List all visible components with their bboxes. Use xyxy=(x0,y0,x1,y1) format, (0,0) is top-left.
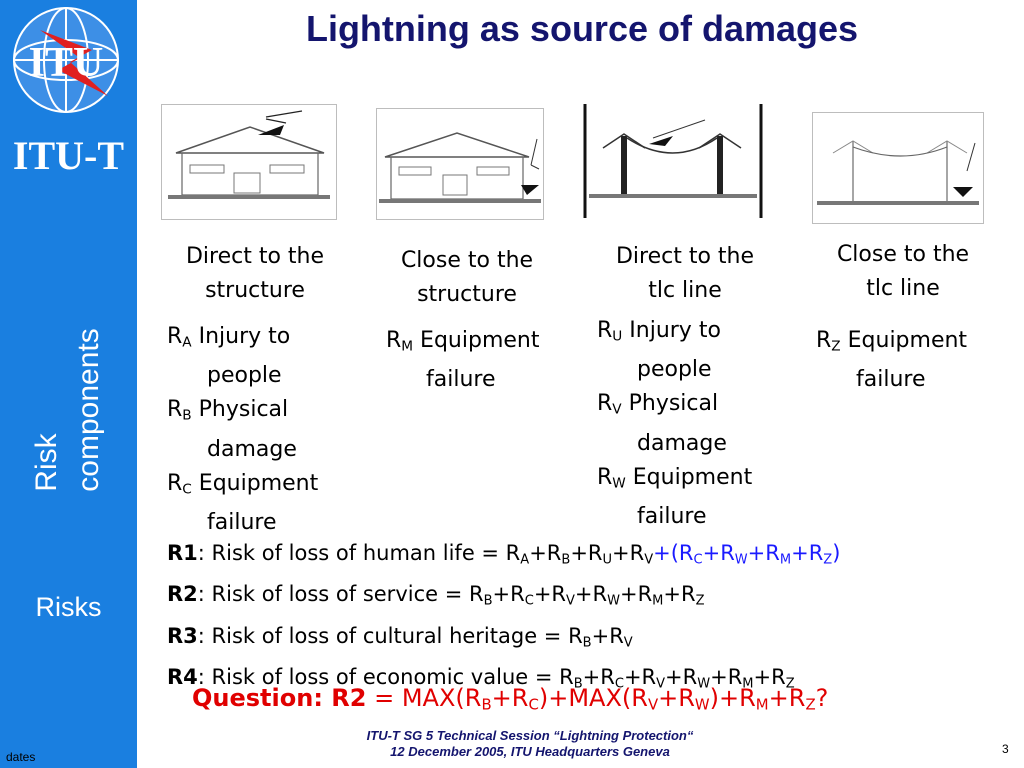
globe-logo-icon: ITU xyxy=(13,7,119,113)
components-close-line: RZ Equipment failure xyxy=(816,324,967,397)
risk-r1: R1: Risk of loss of human life = RA+RB+R… xyxy=(167,541,841,568)
power-line-lightning-icon xyxy=(583,104,763,218)
risks-nav-label: Risks xyxy=(35,592,102,622)
components-direct-line: RU Injury to people RV Physical damage R… xyxy=(597,314,752,534)
page-number: 3 xyxy=(1002,742,1009,756)
section-label: Risk components xyxy=(30,328,105,492)
house-lightning-icon xyxy=(168,110,330,199)
caption-close-structure: Close to the structure xyxy=(400,248,534,307)
risk-r4: R4: Risk of loss of economic value = RB+… xyxy=(167,664,795,691)
diagram-close-structure xyxy=(376,108,544,220)
power-line-nearby-lightning-icon xyxy=(817,140,979,205)
house-nearby-lightning-icon xyxy=(379,132,541,203)
component-ra: RA Injury to xyxy=(167,324,291,351)
component-ru: RU Injury to xyxy=(597,318,721,345)
risk-r2: R2: Risk of loss of service = RB+RC+RV+R… xyxy=(167,582,705,609)
diagram-direct-line xyxy=(583,104,763,218)
brand-name: ITU-T xyxy=(12,133,125,178)
svg-text:ITU: ITU xyxy=(29,40,104,86)
component-rb: RB Physical xyxy=(167,397,289,424)
component-rm: RM Equipment xyxy=(386,328,540,355)
components-direct-structure: RA Injury to people RB Physical damage R… xyxy=(167,320,318,540)
risk-formulas: R1: Risk of loss of human life = RA+RB+R… xyxy=(167,536,840,701)
diagram-close-line xyxy=(812,112,984,224)
dates-label: dates xyxy=(6,750,36,764)
component-rc: RC Equipment xyxy=(167,470,319,498)
components-close-structure: RM Equipment failure xyxy=(386,324,539,397)
caption-direct-line: Direct to the tlc line xyxy=(615,244,755,303)
caption-direct-structure: Direct to the structure xyxy=(185,244,325,303)
risk-r3: R3: Risk of loss of cultural heritage = … xyxy=(167,623,633,650)
diagram-direct-structure xyxy=(161,104,337,220)
itu-logo: ITU xyxy=(0,0,137,128)
question-line: Question: R2 = MAX(RB+RC)+MAX(RV+RW)+RM+… xyxy=(192,684,829,714)
sidebar: ITU ITU-T Risk components Risks xyxy=(0,0,137,768)
component-rv: RV Physical xyxy=(597,391,719,418)
slide-title: Lightning as source of damages xyxy=(305,8,859,49)
footer: ITU-T SG 5 Technical Session “Lightning … xyxy=(366,728,694,759)
component-rz: RZ Equipment xyxy=(816,328,968,355)
component-rw: RW Equipment xyxy=(597,464,753,492)
caption-close-line: Close to the tlc line xyxy=(836,242,970,301)
